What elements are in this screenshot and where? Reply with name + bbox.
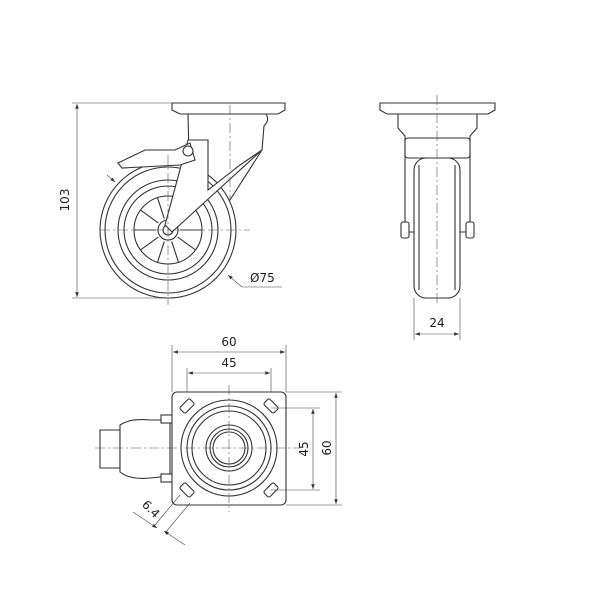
mounting-hole — [179, 482, 195, 498]
front-view: 24 — [379, 95, 496, 340]
diameter-leader — [227, 274, 282, 288]
spoke — [156, 197, 165, 219]
mounting-hole — [179, 398, 195, 414]
spoke — [177, 236, 196, 251]
height-label: 103 — [58, 189, 72, 212]
hole-size-label: 6.4 — [139, 497, 162, 520]
side-view: 103 Ø75 — [58, 102, 286, 305]
wheel-diameter-label: Ø75 — [250, 271, 275, 285]
mounting-plate — [171, 102, 286, 115]
top-view: 60 45 60 45 6.4 — [95, 335, 342, 546]
hole-spacing-x-label: 45 — [221, 356, 236, 370]
fork-arm — [164, 139, 263, 233]
plate-height-label: 60 — [320, 440, 334, 455]
spoke — [171, 241, 180, 263]
brake-lever — [117, 142, 196, 169]
hole-spacing-y-label: 45 — [297, 441, 311, 456]
spoke — [140, 236, 159, 251]
mounting-hole — [263, 398, 279, 414]
spoke — [140, 209, 159, 224]
plate-width-label: 60 — [221, 335, 236, 349]
spoke — [156, 241, 165, 263]
brake-housing — [119, 419, 171, 479]
wheel-width-label: 24 — [429, 316, 444, 330]
